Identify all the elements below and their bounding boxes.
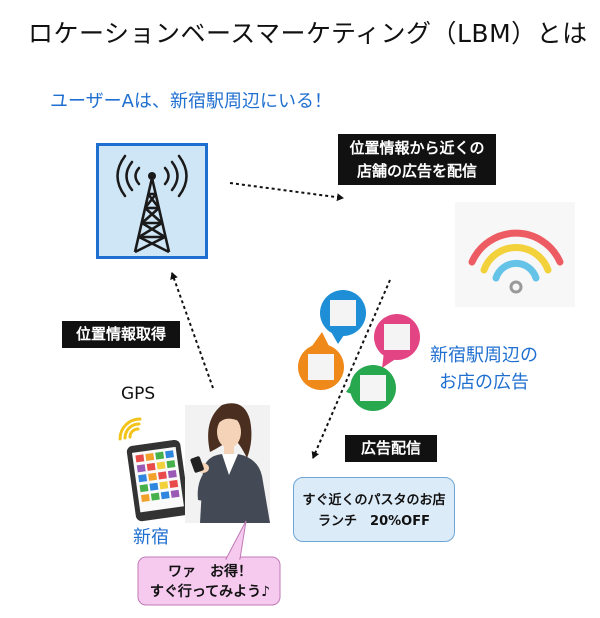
- arrow-phone-to-tower: [170, 272, 214, 389]
- nearby-shops-ad-label: 新宿駅周辺の お店の広告: [424, 342, 544, 396]
- ad-bubble-icon: [374, 314, 420, 368]
- wifi-icon: [455, 202, 575, 307]
- location-ad-label-line2: 店舗の広告を配信: [356, 162, 477, 180]
- ad-delivery-label: 広告配信: [345, 435, 437, 462]
- arrow-ad-delivery: [311, 279, 391, 459]
- nearby-shops-ad-line2: お店の広告: [439, 372, 529, 393]
- location-acquire-label: 位置情報取得: [62, 321, 180, 348]
- ad-bubble-icon: [320, 290, 366, 344]
- speech-bubble: [137, 520, 281, 606]
- shinjuku-label: 新宿: [133, 527, 169, 548]
- offer-line1: すぐ近くのパスタのお店: [302, 493, 446, 508]
- tower-panel: [96, 143, 208, 259]
- person-icon: [185, 403, 270, 523]
- speech-line1: ワァ お得！: [168, 564, 252, 580]
- offer-card: すぐ近くのパスタのお店 ランチ 20%OFF: [293, 477, 455, 542]
- nearby-shops-ad-line1: 新宿駅周辺の: [430, 345, 538, 366]
- subtitle: ユーザーAは、新宿駅周辺にいる！: [50, 91, 332, 112]
- speech-line2: すぐ行ってみよう♪: [149, 584, 271, 600]
- cell-tower-icon: [116, 154, 188, 254]
- gps-label: GPS: [121, 384, 156, 404]
- offer-line2: ランチ 20%OFF: [318, 514, 430, 529]
- location-ad-label: 位置情報から近くの 店舗の広告を配信: [338, 134, 496, 185]
- location-ad-label-line1: 位置情報から近くの: [349, 139, 485, 157]
- speech-text: ワァ お得！ すぐ行ってみよう♪: [139, 562, 281, 602]
- smartphone-icon: [126, 439, 190, 522]
- ad-bubble-icon: [298, 332, 344, 390]
- arrow-tower-to-server: [229, 182, 344, 202]
- ad-bubble-icon: [346, 365, 396, 411]
- gps-signal-icon: [118, 417, 142, 441]
- page-title: ロケーションベースマーケティング（LBM）とは: [28, 19, 588, 48]
